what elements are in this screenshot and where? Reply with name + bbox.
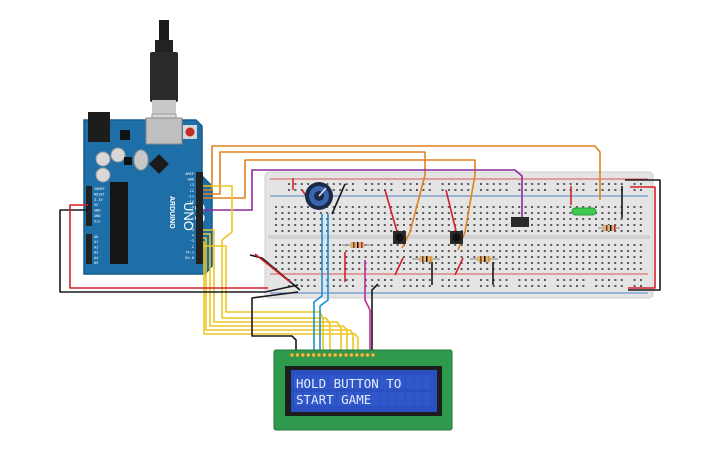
resistor xyxy=(470,256,498,262)
wire-red xyxy=(254,253,291,283)
pin-label: ~6 xyxy=(190,222,194,226)
wire-yellow xyxy=(203,229,342,350)
wires xyxy=(59,145,661,350)
pin-label: 7 xyxy=(192,217,194,221)
wire-orange xyxy=(203,159,476,251)
pin-label: A2 xyxy=(94,245,98,249)
pin-label: ~3 xyxy=(190,239,194,243)
pin-label: A0 xyxy=(94,235,98,239)
analog-header xyxy=(86,234,92,264)
pin-label: ~9 xyxy=(190,206,194,210)
pin-label: A3 xyxy=(94,251,98,255)
wire-black xyxy=(625,179,661,291)
lcd-line-2: START GAME xyxy=(296,392,371,407)
pin-label: A1 xyxy=(94,240,98,244)
pin-label: 13 xyxy=(190,183,194,187)
wire-yellow xyxy=(203,241,359,350)
wire-pink xyxy=(364,260,371,350)
wire-blue xyxy=(319,214,329,350)
push-button[interactable] xyxy=(393,231,406,244)
pin-label: ~10 xyxy=(188,200,195,204)
resistor xyxy=(412,256,440,262)
pin-label: 8 xyxy=(192,211,194,215)
pin-label: GND xyxy=(94,214,101,218)
usb-socket xyxy=(145,117,183,145)
pin-label: 3.3V xyxy=(94,198,103,202)
pin-label: ~11 xyxy=(188,194,195,198)
wire-orange xyxy=(203,145,601,200)
arduino-board[interactable]: ARDUINO UNO AREFGND1312~11~10~987~6~54~3… xyxy=(83,112,213,275)
breadboard-components xyxy=(292,178,623,285)
wire-yellow xyxy=(203,245,324,350)
pin-label: 5V xyxy=(94,203,99,207)
digital-header xyxy=(196,172,203,264)
push-button[interactable] xyxy=(450,231,463,244)
pin-label: 2 xyxy=(192,245,194,249)
slide-switch[interactable] xyxy=(511,217,529,227)
lcd-display: HOLD BUTTON TO START GAME xyxy=(273,349,453,431)
lcd-line-1: HOLD BUTTON TO xyxy=(296,376,401,391)
microcontroller-chip xyxy=(110,182,128,264)
led xyxy=(571,207,597,216)
pin-label: A5 xyxy=(94,261,98,265)
pin-label: GND xyxy=(188,178,195,182)
board-brand: ARDUINO xyxy=(168,196,175,229)
wire-yellow xyxy=(203,237,354,350)
wire-red xyxy=(69,204,268,289)
wire-yellow xyxy=(203,185,331,350)
board-model: UNO xyxy=(181,202,196,231)
wire-red xyxy=(628,186,656,289)
wire-orange xyxy=(203,151,426,249)
pin-label: Vin xyxy=(94,219,101,223)
wire-purple xyxy=(203,169,523,218)
pin-label: GND xyxy=(94,209,101,213)
pin-label: ~5 xyxy=(190,228,194,232)
capacitor xyxy=(95,151,111,167)
pin-label: TX-1 xyxy=(185,250,194,254)
pin-label: 12 xyxy=(190,189,194,193)
capacitor xyxy=(110,147,126,163)
pin-label: 4 xyxy=(192,234,194,238)
wire-blue xyxy=(313,214,323,350)
pin-label: IOREF xyxy=(94,187,105,191)
resistor xyxy=(342,242,372,248)
wire-black xyxy=(371,283,379,350)
potentiometer-icon[interactable] xyxy=(305,182,333,210)
resistor xyxy=(598,225,620,231)
pin-label: RX-0 xyxy=(185,256,194,260)
pin-label: RESET xyxy=(94,192,106,196)
pin-label: AREF xyxy=(185,172,194,176)
wire-black xyxy=(251,291,299,350)
power-jack xyxy=(88,112,110,142)
power-header xyxy=(86,186,92,226)
pin-label: A4 xyxy=(94,256,98,260)
